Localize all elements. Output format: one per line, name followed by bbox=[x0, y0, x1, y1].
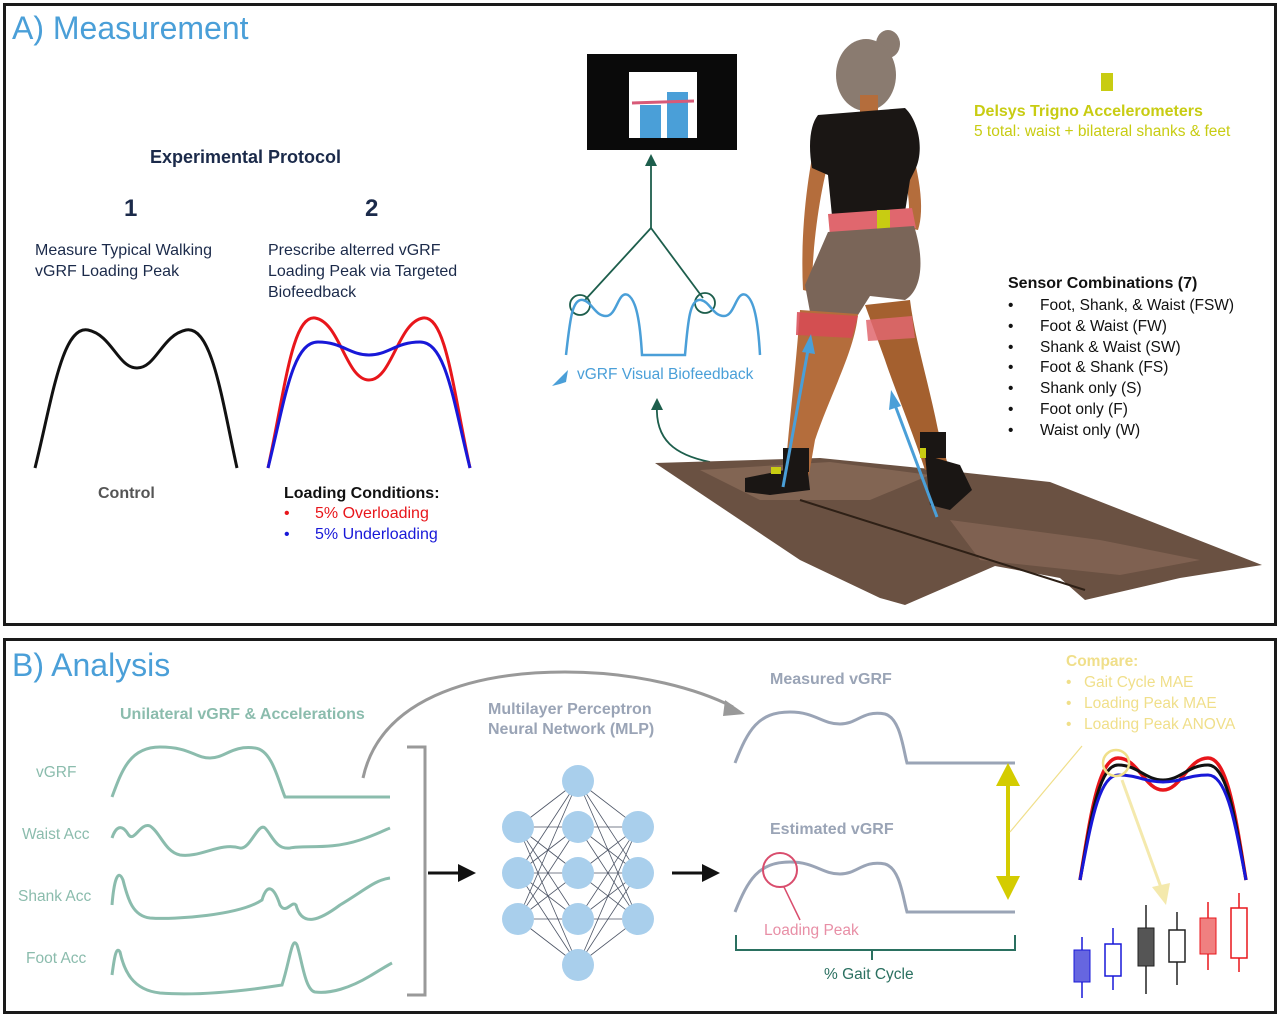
combination-bullet: • bbox=[1008, 297, 1014, 314]
compare-item: Loading Peak ANOVA bbox=[1084, 716, 1236, 733]
combination-bullet: • bbox=[1008, 380, 1014, 398]
panel-measurement bbox=[3, 3, 1277, 626]
signal-label-shank: Shank Acc bbox=[18, 888, 92, 905]
force-arrows bbox=[781, 334, 939, 518]
compare-item: Gait Cycle MAE bbox=[1084, 674, 1194, 691]
estimated-label: Estimated vGRF bbox=[770, 821, 894, 838]
loading-peak-marker bbox=[762, 852, 798, 888]
box-plots bbox=[1073, 893, 1248, 998]
step1-number: 1 bbox=[124, 195, 138, 222]
curved-arrow bbox=[361, 670, 734, 779]
step1-line2: vGRF Loading Peak bbox=[35, 263, 180, 280]
comparison-arrow bbox=[996, 763, 1020, 900]
loading-peak-label: Loading Peak bbox=[764, 922, 859, 939]
compare-heading: Compare: bbox=[1066, 653, 1139, 670]
estimated-curve bbox=[733, 860, 1015, 914]
signal-vgrf bbox=[110, 745, 390, 799]
step1-line1: Measure Typical Walking bbox=[35, 242, 212, 259]
underloading-curve bbox=[266, 340, 472, 469]
combination-item: Waist only (W) bbox=[1040, 421, 1141, 439]
signal-waist bbox=[110, 824, 391, 857]
overloading-label: 5% Overloading bbox=[315, 505, 429, 522]
accelerometer-icon bbox=[1101, 73, 1113, 91]
signal-shank bbox=[110, 873, 391, 921]
step2-line2: Loading Peak via Targeted bbox=[268, 263, 458, 280]
measured-curve bbox=[733, 710, 1015, 765]
underloading-label: 5% Underloading bbox=[315, 526, 438, 543]
signal-foot bbox=[110, 941, 393, 996]
biofeedback-monitor bbox=[587, 54, 737, 150]
sensors-title: Delsys Trigno Accelerometers bbox=[974, 103, 1203, 120]
step2-number: 2 bbox=[365, 195, 379, 222]
overloading-bullet: • bbox=[284, 505, 290, 522]
sensors-subtitle: 5 total: waist + bilateral shanks & feet bbox=[974, 123, 1231, 140]
step2-line1: Prescribe alterred vGRF bbox=[268, 242, 441, 259]
overloading-curve bbox=[266, 316, 472, 469]
mlp-label-line2: Neural Network (MLP) bbox=[488, 721, 655, 738]
step2-line3: Biofeedback bbox=[268, 284, 357, 301]
signal-label-vgrf: vGRF bbox=[36, 764, 77, 781]
combination-item: Foot only (F) bbox=[1040, 401, 1128, 418]
combination-bullet: • bbox=[1008, 421, 1014, 439]
compare-bullet: • bbox=[1066, 674, 1072, 691]
panel-b-title: B) Analysis bbox=[12, 647, 171, 683]
control-curve bbox=[33, 328, 239, 469]
loading-conditions-heading: Loading Conditions: bbox=[284, 485, 440, 502]
protocol-heading: Experimental Protocol bbox=[150, 147, 342, 167]
combination-bullet: • bbox=[1008, 401, 1014, 418]
combination-item: Foot & Shank (FS) bbox=[1040, 359, 1169, 377]
signal-label-foot: Foot Acc bbox=[26, 950, 87, 967]
walker-figure bbox=[745, 30, 972, 510]
mlp-label-line1: Multilayer Perceptron bbox=[488, 701, 652, 718]
biofeedback-waveform bbox=[564, 293, 762, 357]
gait-cycle-bracket bbox=[735, 935, 1016, 960]
combination-item: Shank & Waist (SW) bbox=[1040, 338, 1181, 356]
signal-label-waist: Waist Acc bbox=[22, 826, 90, 843]
combination-item: Foot & Waist (FW) bbox=[1040, 317, 1167, 335]
input-bracket bbox=[407, 745, 427, 997]
compare-item: Loading Peak MAE bbox=[1084, 695, 1217, 712]
combinations-heading: Sensor Combinations (7) bbox=[1008, 275, 1198, 292]
combination-bullet: • bbox=[1008, 338, 1014, 356]
biofeedback-label: vGRF Visual Biofeedback bbox=[577, 366, 754, 383]
compare-bullet: • bbox=[1066, 716, 1072, 733]
cursor-icon bbox=[552, 370, 568, 386]
panel-analysis bbox=[3, 638, 1277, 1014]
compare-bullet: • bbox=[1066, 695, 1072, 712]
control-label: Control bbox=[98, 485, 155, 502]
input-signals bbox=[110, 745, 393, 996]
panel-a-title: A) Measurement bbox=[12, 10, 249, 46]
measured-label: Measured vGRF bbox=[770, 671, 892, 688]
mlp-nodes bbox=[502, 765, 654, 981]
gait-cycle-label: % Gait Cycle bbox=[824, 966, 914, 983]
inputs-heading: Unilateral vGRF & Accelerations bbox=[120, 706, 365, 723]
combination-bullet: • bbox=[1008, 317, 1014, 335]
combination-item: Foot, Shank, & Waist (FSW) bbox=[1040, 297, 1235, 314]
combination-item: Shank only (S) bbox=[1040, 380, 1142, 398]
underloading-bullet: • bbox=[284, 526, 290, 543]
combination-bullet: • bbox=[1008, 359, 1014, 377]
